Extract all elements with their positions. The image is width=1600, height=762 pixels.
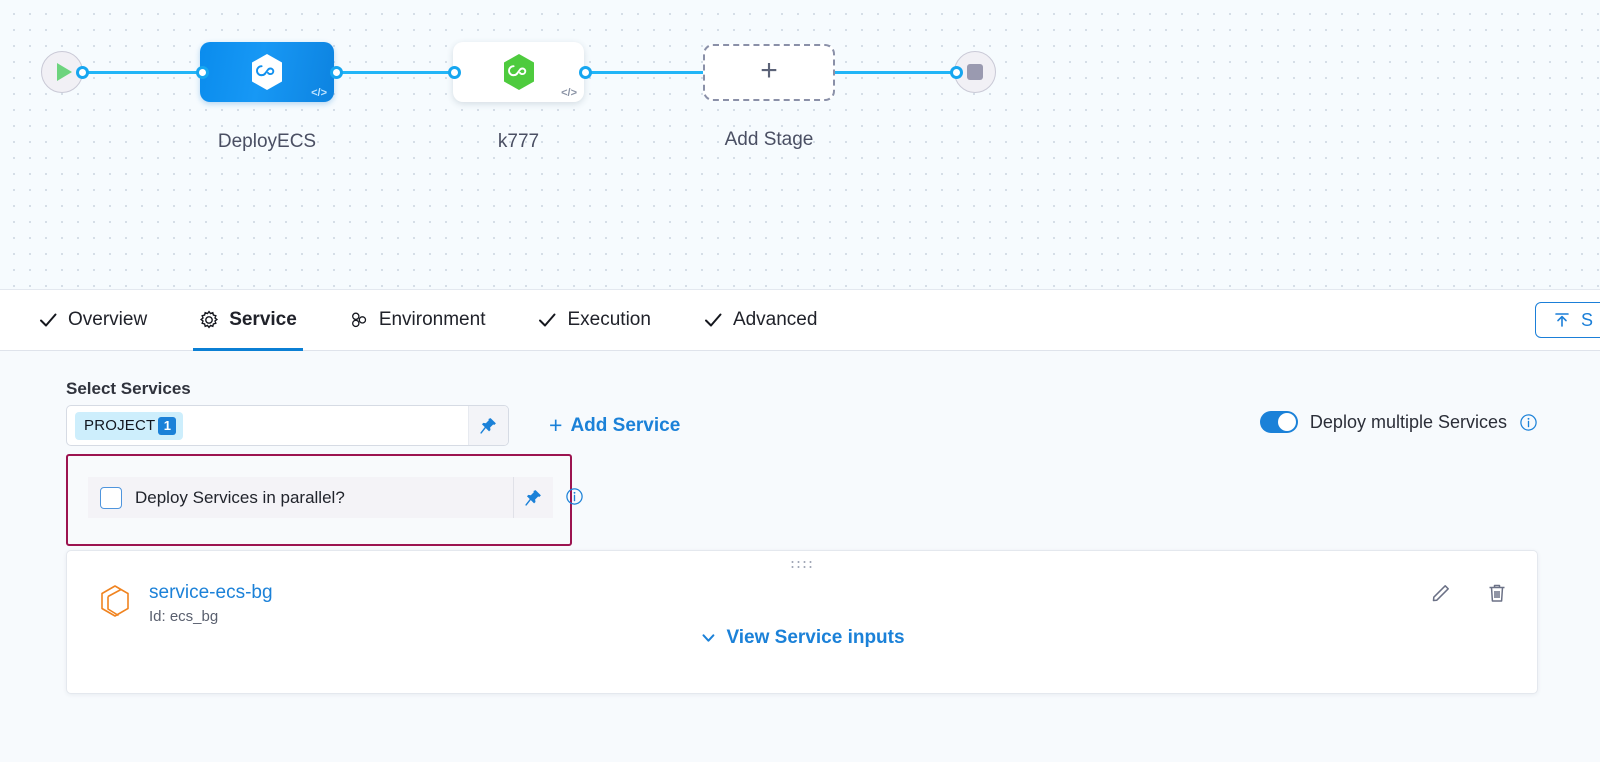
deploy-parallel-checkbox[interactable] [100,486,122,509]
info-icon[interactable] [1519,413,1538,432]
port-end-in[interactable] [950,66,963,79]
edge-deployecs-to-k777 [330,71,458,74]
deploy-parallel-field[interactable]: Deploy Services in parallel? [88,477,553,518]
plus-icon: + [549,412,563,438]
edge-k777-to-addstage [580,71,708,74]
select-services-label: Select Services [66,379,191,398]
add-stage-button[interactable]: + [703,44,835,101]
pencil-icon[interactable] [1429,581,1453,605]
tab-service[interactable]: Service [173,290,323,351]
deploy-multiple-services-toggle[interactable] [1259,411,1298,433]
port-start-out[interactable] [76,66,89,79]
stage-config-tabbar: Overview Service Environment Execution [0,290,1600,351]
stage-node-deployecs[interactable]: </> [200,42,334,102]
service-card-actions [1429,581,1509,605]
play-icon [56,63,72,81]
deploy-parallel-label: Deploy Services in parallel? [135,487,345,507]
tab-execution[interactable]: Execution [511,290,676,351]
service-name-link[interactable]: service-ecs-bg [149,582,273,603]
pin-icon [525,490,541,506]
service-card-text: service-ecs-bg Id: ecs_bg [149,581,273,625]
stage-code-icon[interactable]: </> [561,87,577,99]
add-service-label: Add Service [570,414,681,436]
check-icon [539,313,556,327]
port-k777-in[interactable] [448,66,461,79]
service-chip-label: PROJECT [84,417,156,434]
service-id-text: Id: ecs_bg [149,607,219,625]
tab-service-label: Service [229,309,297,330]
service-chip-project[interactable]: PROJECT 1 [75,411,184,440]
harness-hexagon-icon [252,54,282,90]
save-button-label: S [1580,309,1593,330]
service-hexagon-icon [101,585,129,617]
service-chip-count: 1 [158,416,177,435]
deploy-parallel-pin-button[interactable] [513,477,553,518]
service-card-identity: service-ecs-bg Id: ecs_bg [97,581,273,625]
stop-icon [967,64,983,80]
pin-icon [480,418,496,434]
service-card: service-ecs-bg Id: ecs_bg [66,550,1538,694]
trash-icon[interactable] [1485,581,1509,605]
info-icon[interactable] [565,487,584,506]
harness-hexagon-icon [503,54,534,90]
save-arrow-icon [1555,313,1569,327]
tab-execution-label: Execution [567,309,651,330]
services-multiselect[interactable]: PROJECT 1 [66,405,509,446]
gear-icon [200,310,219,329]
toggle-knob [1277,413,1296,431]
stage-node-k777[interactable]: </> [453,42,584,102]
save-button[interactable]: S [1534,302,1600,338]
drag-handle-icon[interactable] [791,561,813,568]
deploy-multiple-services-row[interactable]: Deploy multiple Services [1259,411,1538,433]
stage-label-k777: k777 [497,131,540,152]
tab-advanced[interactable]: Advanced [677,290,844,351]
deploy-parallel-highlight-box: Deploy Services in parallel? [66,454,583,546]
view-service-inputs-label: View Service inputs [726,627,905,648]
check-icon [704,313,722,327]
tab-overview-label: Overview [68,309,148,330]
view-service-inputs-button[interactable]: View Service inputs [699,627,905,649]
tab-environment[interactable]: Environment [323,290,512,351]
services-pin-button[interactable] [468,406,508,445]
port-deployecs-out[interactable] [330,66,343,79]
tab-overview[interactable]: Overview [0,290,173,351]
stage-code-icon[interactable]: </> [311,87,327,99]
environment-cluster-icon [351,312,366,328]
tab-advanced-label: Advanced [732,309,818,330]
check-icon [40,313,57,327]
deploy-multiple-services-label: Deploy multiple Services [1309,411,1507,432]
select-services-row: PROJECT 1 + Add Service [66,405,680,446]
services-multiselect-value[interactable]: PROJECT 1 [67,406,468,445]
tab-environment-label: Environment [378,309,486,330]
pipeline-canvas[interactable]: </> DeployECS </> k777 + Add Stage [0,0,1600,290]
edge-start-to-deployecs [82,71,207,74]
stage-label-deployecs: DeployECS [217,131,317,152]
edge-addstage-to-end [835,71,960,74]
service-config-panel: Select Services PROJECT 1 + Add Serv [0,351,1600,762]
port-deployecs-in[interactable] [196,66,209,79]
port-k777-out[interactable] [579,66,592,79]
chevron-down-icon [702,634,715,642]
plus-icon: + [760,54,778,87]
add-service-button[interactable]: + Add Service [549,414,680,437]
add-stage-label: Add Stage [724,129,814,150]
